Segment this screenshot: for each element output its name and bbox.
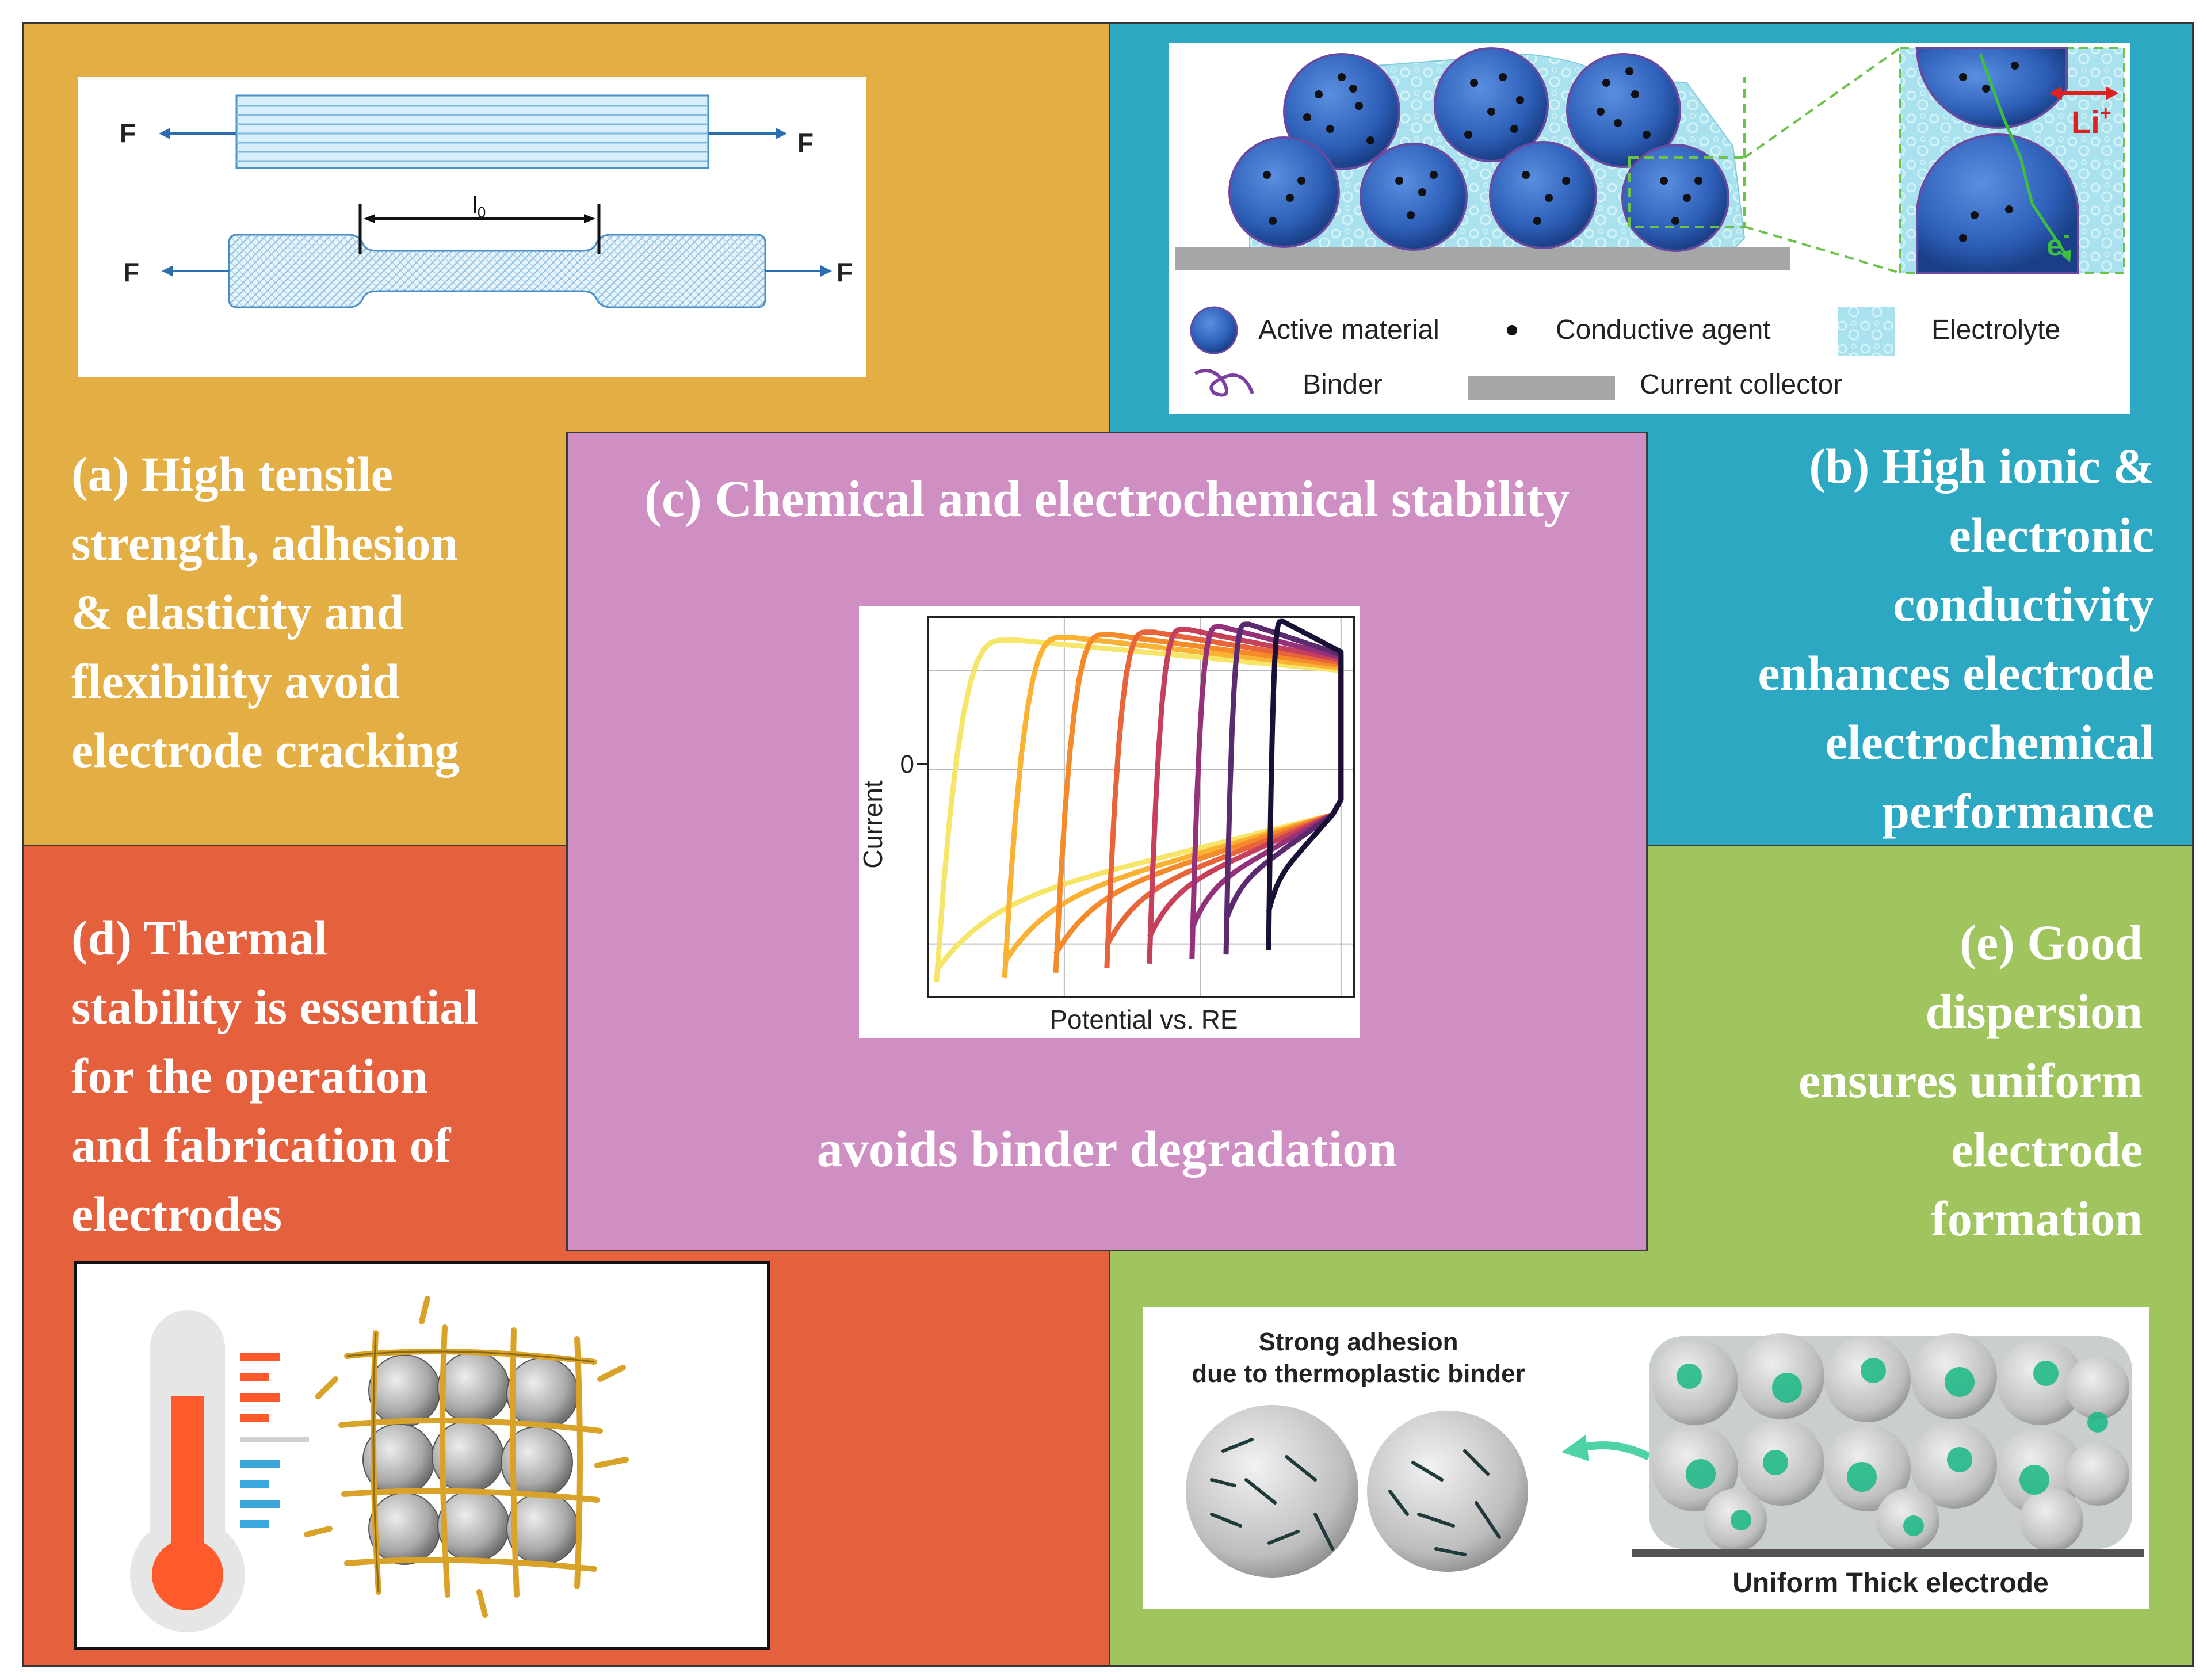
zoom-region [1628,156,1746,228]
electrode-label: Uniform Thick electrode [1732,1568,2048,1598]
thermometer-icon [130,1310,309,1632]
adhesion-label-line2: due to thermoplastic binder [1192,1360,1525,1388]
current-collector [1175,247,1790,270]
gauge-marks [358,204,601,254]
legend-conductive-agent-swatch [1507,325,1517,335]
bonded-particle-pair [1186,1405,1528,1578]
legend-current-collector-swatch [1468,376,1615,400]
caption-c-title: (c) Chemical and electrochemical stabili… [644,471,1570,528]
legend-active-material-label: Active material [1258,315,1439,345]
legend-electrolyte-swatch [1838,307,1895,356]
current-collector [1632,1549,2144,1557]
x-axis-label: Potential vs. RE [1049,1005,1238,1034]
cv-series-line [934,637,1344,982]
dogbone-specimen [228,234,766,308]
force-label: F [120,118,136,148]
legend-electrolyte-label: Electrolyte [1931,315,2060,345]
cyclic-voltammetry-chart: Current Potential vs. RE 0 [858,606,1360,1038]
electron-label: e- [2046,224,2069,262]
caption-d: (d) Thermal stability is essential for t… [71,910,479,1242]
cv-series-line [1104,629,1344,968]
force-arrow-left-top [159,128,236,139]
legend-active-material-swatch [1190,306,1238,354]
panel-d: (d) Thermal stability is essential for t… [23,845,1110,1666]
caption-a: (a) High tensile strength, adhesion & el… [71,446,460,778]
panel-e: (e) Good dispersion ensures uniform elec… [1109,845,2193,1666]
zoom-inset [1899,47,2125,274]
tensile-diagram: F F l0 F [78,77,866,377]
legend-binder-swatch [1194,369,1254,397]
dispersion-diagram: Strong adhesion due to thermoplastic bin… [1143,1307,2149,1609]
force-label: F [123,257,139,287]
cv-series-line [1189,624,1344,960]
plot-border [927,616,1355,998]
caption-e: (e) Good dispersion ensures uniform elec… [1798,915,2143,1246]
zoom-guides [1743,47,1901,274]
adhesion-label-line1: Strong adhesion [1258,1328,1458,1356]
fiber-bar [235,94,709,169]
force-arrow-right-bottom [765,265,832,277]
force-label: F [797,128,814,158]
force-label: F [837,257,853,287]
cv-curves [934,618,1344,982]
caption-c-subtitle: avoids binder degradation [816,1121,1397,1178]
binder-network-cube [304,1296,629,1618]
legend: Active material Conductive agent Electro… [1190,306,2060,400]
conductive-agent-dots [1263,67,1702,225]
thermal-stability-diagram [74,1261,770,1650]
cv-series-line [1002,635,1344,978]
force-arrow-right-top [708,128,787,139]
legend-binder-label: Binder [1303,369,1383,400]
cv-series-line [1223,621,1344,955]
panel-c: (c) Chemical and electrochemical stabili… [566,432,1648,1251]
force-arrow-left-bottom [162,265,229,277]
cv-series-line [1266,618,1344,950]
legend-current-collector-label: Current collector [1640,369,1842,400]
y-axis-label: Current [859,780,888,869]
caption-b: (b) High ionic & electronic conductivity… [1758,438,2154,839]
electrode-microstructure-diagram: Li+ e- Active material Conductive agent … [1169,43,2130,414]
thick-electrode [1649,1333,2132,1552]
transfer-arrow [1561,1435,1651,1461]
gauge-length-label: l0 [472,193,486,221]
y-tick-label: 0 [900,750,914,778]
gauge-length-arrow [364,214,595,223]
legend-conductive-agent-label: Conductive agent [1556,315,1771,345]
cv-series-line [1147,627,1344,964]
lithium-ion-label: Li+ [2071,102,2111,140]
grid [928,617,1354,997]
